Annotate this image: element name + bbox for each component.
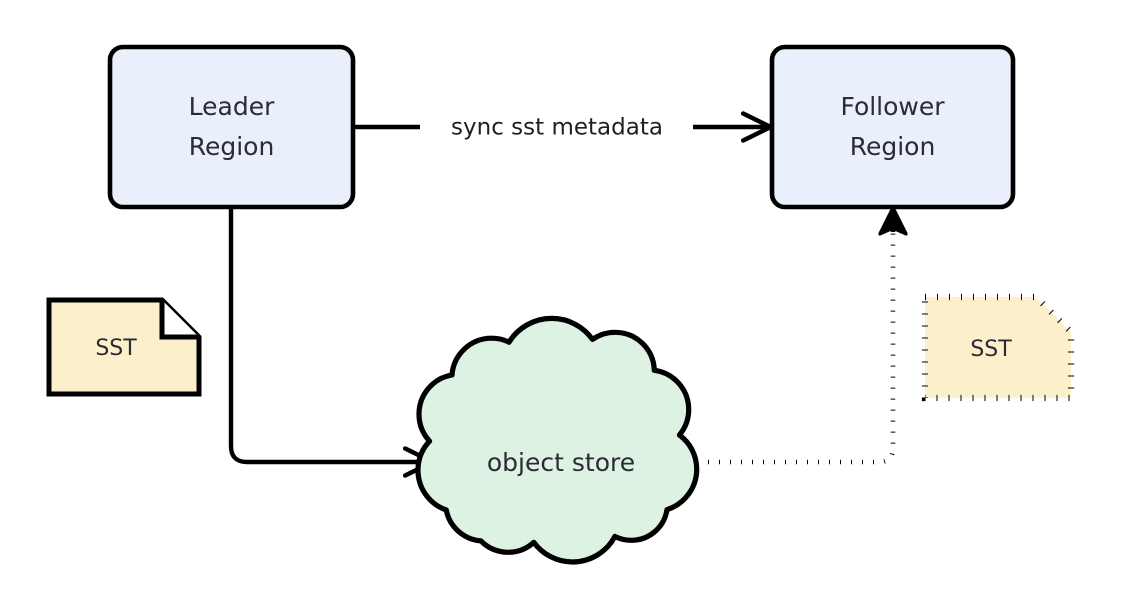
node-sst-follower[interactable]: SST: [921, 293, 1075, 402]
edge-fetch-sst[interactable]: [686, 210, 896, 465]
edge-fetch-sst-line: [686, 228, 896, 465]
edge-sync-metadata-label-bg: [424, 110, 690, 144]
node-follower-region-box: [769, 44, 1016, 210]
node-sst-follower-body: [921, 293, 1075, 402]
node-sst-follower-label: SST: [970, 337, 1012, 362]
node-follower-region-label-line2: Region: [850, 132, 936, 161]
edge-upload-sst[interactable]: [228, 208, 430, 462]
node-sst-leader-fold: [159, 300, 199, 340]
edge-sync-metadata-label: sync sst metadata: [451, 115, 663, 141]
node-object-store-cloud: [415, 315, 700, 565]
node-leader-region-label-line1: Leader: [189, 92, 275, 121]
node-sst-leader[interactable]: SST: [46, 297, 202, 397]
node-follower-region-label-line1: Follower: [840, 92, 945, 121]
node-object-store[interactable]: object store: [415, 315, 700, 565]
node-object-store-label: object store: [487, 448, 635, 477]
node-leader-region-label-line2: Region: [189, 132, 275, 161]
node-leader-region[interactable]: Leader Region: [107, 44, 356, 210]
node-sst-leader-label: SST: [95, 336, 137, 361]
edge-upload-sst-line: [228, 208, 430, 462]
node-follower-region[interactable]: Follower Region: [769, 44, 1016, 210]
node-leader-region-box: [107, 44, 356, 210]
edge-sync-metadata[interactable]: sync sst metadata: [355, 110, 768, 144]
